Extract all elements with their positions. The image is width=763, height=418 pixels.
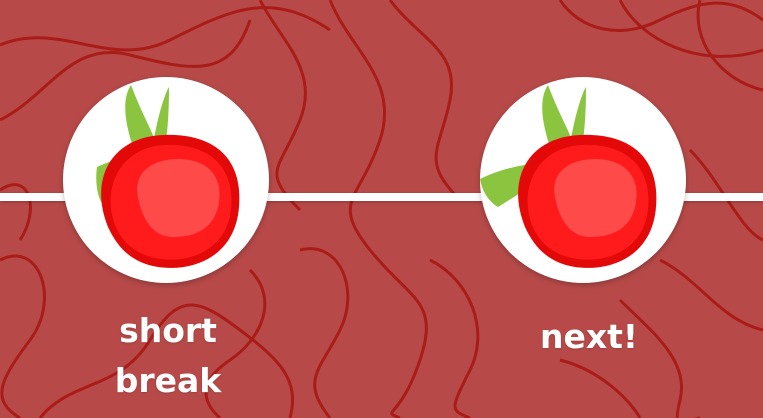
step-label-next: next!: [540, 317, 638, 356]
timeline-track: [0, 193, 763, 201]
tomato-icon: [96, 85, 240, 268]
step-next: [480, 77, 686, 283]
tomato-icon: [480, 85, 657, 268]
step-short-break: [63, 77, 269, 283]
step-label-short-break: short break: [114, 311, 222, 400]
